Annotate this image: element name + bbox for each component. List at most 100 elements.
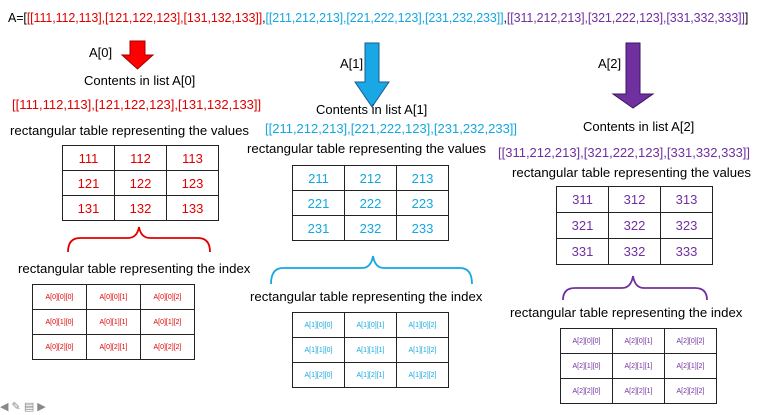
table-row: A[1][1][0]A[1][1][1]A[1][1][2] xyxy=(292,337,449,363)
index-cell: A[1][0][1] xyxy=(344,312,397,338)
array-part-1: [[211,212,213],[221,222,123],[231,232,23… xyxy=(265,11,504,25)
index-cell: A[2][0][0] xyxy=(560,328,613,354)
brace-a1 xyxy=(270,255,473,285)
value-cell: 221 xyxy=(292,190,345,216)
table-row: A[2][0][0]A[2][0][1]A[2][0][2] xyxy=(560,328,717,354)
value-cell: 213 xyxy=(396,165,449,191)
index-cell: A[2][1][0] xyxy=(560,353,613,379)
index-caption-a0: rectangular table representing the index xyxy=(18,261,251,276)
value-cell: 222 xyxy=(344,190,397,216)
contents-label-a0: Contents in list A[0] xyxy=(84,73,196,88)
index-cell: A[2][2][2] xyxy=(664,378,717,404)
value-cell: 312 xyxy=(608,186,661,213)
brace-a2 xyxy=(562,275,708,301)
index-cell: A[2][0][2] xyxy=(664,328,717,354)
value-cell: 322 xyxy=(608,212,661,239)
value-cell: 232 xyxy=(344,215,397,241)
arrow-a2 xyxy=(611,42,655,109)
values-caption-a0: rectangular table representing the value… xyxy=(10,123,249,138)
value-cell: 113 xyxy=(166,145,219,171)
arrow-a1 xyxy=(354,42,390,108)
contents-label-a1: Contents in list A[1] xyxy=(316,102,428,117)
slide-nav: ◀ ✎ ▤ ▶ xyxy=(0,400,46,413)
table-row: A[0][0][0]A[0][0][1]A[0][0][2] xyxy=(32,284,195,310)
value-cell: 122 xyxy=(114,170,167,196)
value-cell: 212 xyxy=(344,165,397,191)
index-cell: A[1][1][1] xyxy=(344,337,397,363)
table-row: A[1][2][0]A[1][2][1]A[1][2][2] xyxy=(292,362,449,388)
array-suffix: ] xyxy=(744,11,749,25)
table-row: A[1][0][0]A[1][0][1]A[1][0][2] xyxy=(292,312,449,338)
next-slide-icon[interactable]: ▶ xyxy=(37,401,46,413)
index-cell: A[0][1][0] xyxy=(32,309,87,335)
index-table-a2: A[2][0][0]A[2][0][1]A[2][0][2] A[2][1][0… xyxy=(560,328,717,404)
table-row: A[0][1][0]A[0][1][1]A[0][1][2] xyxy=(32,309,195,335)
index-cell: A[0][2][0] xyxy=(32,334,87,360)
arrow-label-a0: A[0] xyxy=(89,45,113,60)
index-cell: A[2][2][1] xyxy=(612,378,665,404)
value-cell: 333 xyxy=(660,238,713,265)
index-cell: A[1][0][0] xyxy=(292,312,345,338)
value-cell: 313 xyxy=(660,186,713,213)
value-cell: 132 xyxy=(114,195,167,221)
menu-icon[interactable]: ▤ xyxy=(23,401,35,413)
value-cell: 131 xyxy=(62,195,115,221)
index-cell: A[1][2][1] xyxy=(344,362,397,388)
index-cell: A[1][1][0] xyxy=(292,337,345,363)
pen-icon[interactable]: ✎ xyxy=(11,401,21,413)
table-row: A[0][2][0]A[0][2][1]A[0][2][2] xyxy=(32,334,195,360)
index-cell: A[0][0][0] xyxy=(32,284,87,310)
index-cell: A[0][2][2] xyxy=(140,334,195,360)
value-cell: 211 xyxy=(292,165,345,191)
list-text-a0: [[111,112,113],[121,122,123],[131,132,13… xyxy=(12,97,262,112)
arrow-label-a1: A[1] xyxy=(340,56,364,71)
index-cell: A[2][0][1] xyxy=(612,328,665,354)
index-cell: A[0][0][2] xyxy=(140,284,195,310)
array-definition: A=[[[111,112,113],[121,122,123],[131,132… xyxy=(8,11,748,25)
index-cell: A[2][1][2] xyxy=(664,353,717,379)
index-cell: A[0][1][2] xyxy=(140,309,195,335)
array-sep-1: , xyxy=(262,11,266,25)
value-cell: 231 xyxy=(292,215,345,241)
value-cell: 121 xyxy=(62,170,115,196)
brace-a0 xyxy=(67,226,211,253)
value-cell: 331 xyxy=(556,238,609,265)
index-cell: A[0][2][1] xyxy=(86,334,141,360)
table-row: A[2][2][0]A[2][2][1]A[2][2][2] xyxy=(560,378,717,404)
index-caption-a1: rectangular table representing the index xyxy=(250,289,483,304)
index-cell: A[1][2][2] xyxy=(396,362,449,388)
value-cell: 233 xyxy=(396,215,449,241)
arrow-label-a2: A[2] xyxy=(598,56,622,71)
table-row: A[2][1][0]A[2][1][1]A[2][1][2] xyxy=(560,353,717,379)
list-text-a1: [[211,212,213],[221,222,123],[231,232,23… xyxy=(265,121,518,136)
value-cell: 323 xyxy=(660,212,713,239)
values-caption-a2: rectangular table representing the value… xyxy=(512,165,751,180)
previous-slide-icon[interactable]: ◀ xyxy=(0,401,9,413)
index-cell: A[2][1][1] xyxy=(612,353,665,379)
value-cell: 112 xyxy=(114,145,167,171)
values-caption-a1: rectangular table representing the value… xyxy=(247,141,486,156)
index-cell: A[1][1][2] xyxy=(396,337,449,363)
list-text-a2: [[311,212,213],[321,222,123],[331,332,33… xyxy=(498,145,751,160)
value-cell: 311 xyxy=(556,186,609,213)
value-cell: 332 xyxy=(608,238,661,265)
index-cell: A[1][0][2] xyxy=(396,312,449,338)
index-cell: A[0][1][1] xyxy=(86,309,141,335)
array-prefix: A=[ xyxy=(8,11,27,25)
array-part-0: [[111,112,113],[121,122,123],[131,132,13… xyxy=(26,11,263,25)
index-table-a1: A[1][0][0]A[1][0][1]A[1][0][2] A[1][1][0… xyxy=(292,312,449,388)
index-cell: A[0][0][1] xyxy=(86,284,141,310)
